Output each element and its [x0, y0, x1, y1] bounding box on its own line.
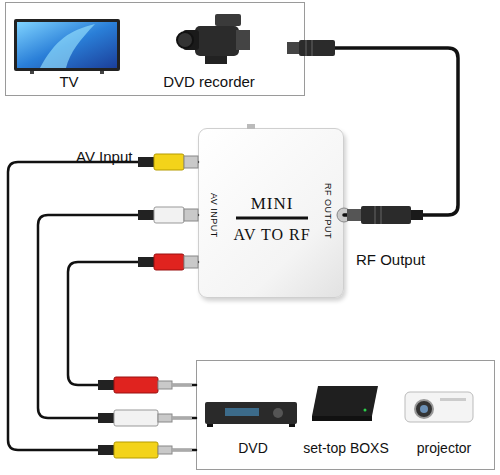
illustrations: [14, 14, 473, 427]
rca-cable: [68, 262, 198, 385]
tv-foot: [100, 71, 104, 74]
rca-plug-tip: [184, 156, 198, 168]
rca-plug-red: [154, 254, 184, 270]
tv-screen-art: [40, 24, 95, 68]
camcorder-grip: [205, 56, 227, 64]
dvd-player: [205, 402, 297, 424]
coax-ridge: [306, 40, 307, 56]
dvd-foot: [289, 424, 295, 427]
coax-strain-relief: [411, 210, 423, 220]
tv-foot: [30, 71, 34, 74]
rca-strain-relief: [98, 445, 114, 455]
projector-lens-glass: [420, 405, 428, 413]
device-label: DVD recorder: [144, 74, 274, 91]
rca-pin: [172, 417, 192, 420]
rca-pin: [172, 449, 192, 452]
cables: [8, 48, 458, 450]
rca-plug-white: [154, 207, 184, 223]
dvd-knob: [273, 408, 283, 418]
device-label: DVD: [218, 441, 288, 456]
dvd-foot: [207, 424, 213, 427]
rca-strain-relief: [98, 380, 114, 390]
coax-ridge: [312, 40, 313, 56]
converter-box: MINI AV TO RFAV INPUT RF OUTPUT: [198, 128, 344, 298]
tv-frame: [14, 19, 120, 71]
camcorder-lens: [183, 30, 199, 50]
rca-plug-white: [114, 410, 158, 426]
camcorder-screen: [236, 30, 250, 50]
rca-plug-tip: [184, 209, 198, 221]
rca-plug-tip: [158, 381, 172, 389]
coax-ridge: [375, 206, 376, 224]
rca-plug-tip: [158, 446, 172, 454]
dvd-display: [225, 408, 259, 416]
callout-label: AV Input: [76, 149, 166, 166]
port-label: AV INPUT: [208, 193, 218, 238]
plugs: [98, 40, 423, 458]
rca-strain-relief: [138, 157, 154, 167]
camcorder-handle: [215, 14, 241, 26]
projector-body: [405, 392, 473, 422]
device-frame: DVDset-top BOXSprojector: [196, 360, 495, 470]
tv-screen: [17, 22, 117, 68]
brand-text: MINI: [222, 195, 322, 214]
rca-plug-tip: [184, 256, 198, 268]
projector-vent: [440, 398, 466, 401]
coax-plug-tip: [287, 42, 299, 54]
rca-plug-yellow: [114, 442, 158, 458]
camcorder-lens-glass: [177, 32, 193, 48]
device-frame: TV DVD recorder: [5, 2, 305, 96]
rca-strain-relief: [138, 210, 154, 220]
set-top-box: [312, 386, 378, 416]
rca-cable: [8, 162, 198, 450]
rca-plug-tip: [158, 414, 172, 422]
camcorder-body: [195, 26, 239, 56]
brand-text: AV TO RF: [212, 226, 332, 244]
rca-strain-relief: [138, 257, 154, 267]
set-top-base: [312, 416, 372, 421]
coax-plug-tip: [347, 209, 361, 221]
rca-pin: [172, 384, 192, 387]
set-top-led: [364, 409, 367, 412]
device-label: projector: [399, 441, 489, 456]
device-label: set-top BOXS: [286, 441, 406, 456]
coax-ridge: [381, 206, 382, 224]
coax-plug-body: [361, 206, 411, 224]
callout-label: RF Output: [356, 252, 456, 269]
device-label: TV: [39, 74, 99, 91]
rca-plug-red: [114, 377, 158, 393]
rca-cable: [38, 215, 198, 418]
projector-lens: [415, 400, 433, 418]
port-label: RF OUTPUT: [322, 183, 332, 239]
rca-strain-relief: [98, 413, 114, 423]
rca-plug-yellow: [154, 154, 184, 170]
